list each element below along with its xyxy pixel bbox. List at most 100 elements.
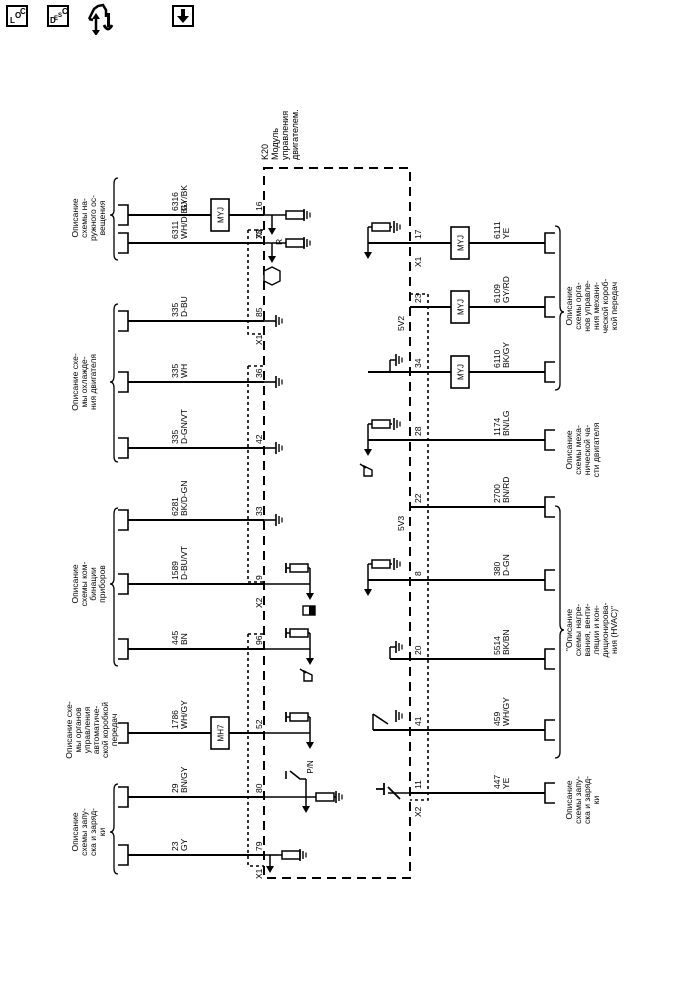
connector-tool-button[interactable] <box>86 3 120 36</box>
circuit-number: 1589 <box>170 561 180 580</box>
ground-icon <box>303 236 311 250</box>
pin-number: 16 <box>254 201 264 211</box>
pin-number: 85 <box>254 307 264 317</box>
module-outline <box>263 167 411 879</box>
wire-color: YE <box>501 777 511 789</box>
label-line: ки <box>591 796 601 805</box>
label-line: вещения <box>97 200 107 235</box>
circuit-number: 447 <box>492 775 502 789</box>
pin-number: 11 <box>413 780 423 789</box>
wire-color: BK/BN <box>501 629 511 655</box>
label-line: "Описание <box>564 609 574 651</box>
label-line: Описание <box>564 430 574 469</box>
left-group-label: Описание схе-мы охлажде-ния двигателя <box>70 353 98 411</box>
label-line: мы органов <box>73 707 83 753</box>
label-line: схемы меха- <box>573 425 583 475</box>
connector-end-icon <box>544 496 555 518</box>
wire-color: WH/GY <box>501 697 511 726</box>
desc-button[interactable]: D E S C <box>47 5 69 27</box>
label-line: кой передач <box>609 282 619 330</box>
label-line: нов управле- <box>582 280 592 332</box>
inline-connector-label: MH7 <box>217 724 226 741</box>
wire-color: WH <box>179 364 189 378</box>
circuit-number: 445 <box>170 631 180 645</box>
resistor-icon <box>285 210 305 220</box>
connector-end-icon <box>544 569 555 591</box>
label-line: схемы на- <box>79 198 89 238</box>
headlamp-switch-icon <box>263 266 281 286</box>
reference-voltage-label: 5V2 <box>396 316 406 331</box>
pin-number: 96 <box>254 635 264 645</box>
label-line: ска и заряд- <box>582 776 592 824</box>
loc-letter-o: O <box>15 11 22 20</box>
connector-id: X2 <box>413 806 423 817</box>
reference-voltage-label: 5V3 <box>396 516 406 531</box>
switch-icon <box>285 770 306 780</box>
arrow-down-icon <box>306 742 314 749</box>
wire-color: BN/RD <box>501 477 511 503</box>
module-name-line-2: управления <box>280 111 290 160</box>
wire-color: D-BU <box>179 296 189 317</box>
ground-icon <box>395 709 403 723</box>
connector-id: X1 <box>413 256 423 267</box>
ground-icon <box>299 848 307 862</box>
resistor-icon <box>289 563 309 573</box>
label-line: ния механи- <box>591 282 601 330</box>
circuit-number: 1786 <box>170 710 180 729</box>
connector-end-icon <box>118 371 129 393</box>
arrow-down-icon <box>306 593 314 600</box>
pin-number: 22 <box>413 493 423 503</box>
connector-end-icon <box>118 573 129 595</box>
label-line: нической ча- <box>582 425 592 476</box>
switch-icon <box>372 713 389 725</box>
down-arrow-icon <box>177 9 189 23</box>
label-line: Описание <box>564 286 574 325</box>
ground-icon <box>393 417 401 431</box>
toolbar: L O C D E S C <box>0 0 220 40</box>
label-line: схемы запу- <box>79 808 89 856</box>
arrow-down-icon <box>306 658 314 665</box>
module-name-line-3: двигателем. <box>290 109 300 160</box>
pin-number: 33 <box>254 506 264 516</box>
wire-color: WH/GY <box>179 700 189 729</box>
download-button[interactable] <box>172 5 194 27</box>
desc-letter-s: S <box>58 13 63 19</box>
label-line: Описание <box>70 564 80 603</box>
inline-connector-label: MYJ <box>457 299 466 315</box>
loc-letter-c: C <box>20 7 26 16</box>
right-braces <box>554 225 565 759</box>
pin-number: 8 <box>413 571 423 576</box>
label-line: управления <box>82 706 92 753</box>
ground-icon <box>303 208 311 222</box>
pin-number: 42 <box>254 434 264 444</box>
pin-number: 9 <box>254 575 264 580</box>
label-line: ки <box>97 828 107 837</box>
label-line: Описание схе- <box>64 701 74 759</box>
loc-button[interactable]: L O C <box>6 5 28 27</box>
right-connector-outlines <box>410 293 429 801</box>
label-line: вания, венти- <box>582 603 592 656</box>
wire-color: D-BU/VT <box>179 546 189 580</box>
left-connector-outlines <box>247 229 264 867</box>
wire-color: GY/RD <box>501 276 511 303</box>
connector-end-icon <box>118 638 129 660</box>
ground-icon <box>275 314 283 328</box>
switch-icon <box>376 783 401 800</box>
label-line: ния (HVAC)" <box>609 606 619 654</box>
circuit-number: 6281 <box>170 497 180 516</box>
ground-icon <box>395 640 403 654</box>
label-line: бинации <box>88 567 98 601</box>
circuit-number: 6316 <box>170 192 180 211</box>
